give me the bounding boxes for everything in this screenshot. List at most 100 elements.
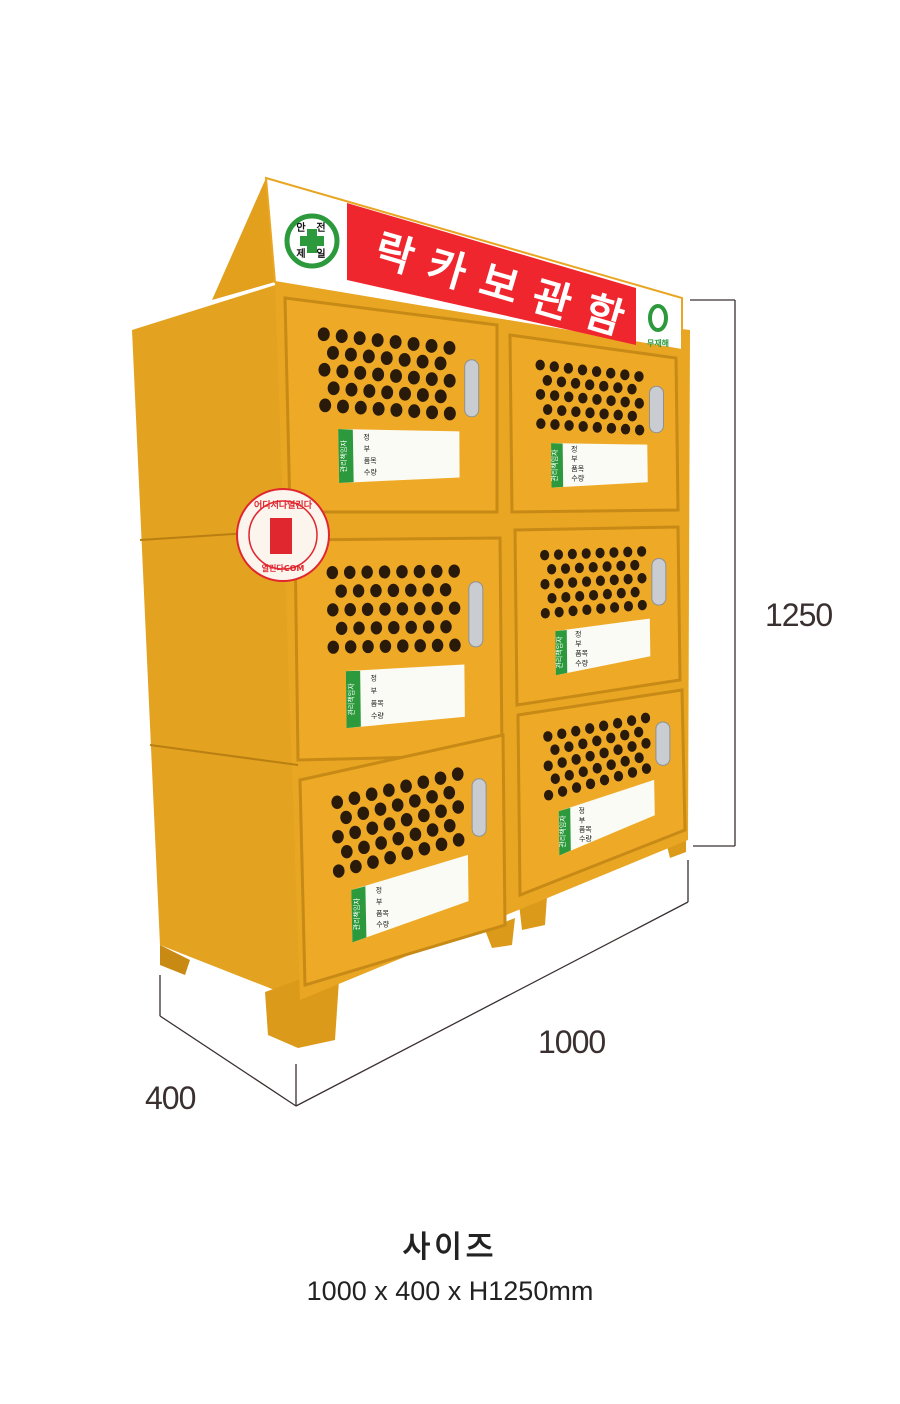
size-title: 사이즈: [402, 1230, 498, 1265]
vent-hole: [606, 759, 616, 771]
door-handle-lock: [648, 385, 664, 434]
vent-hole: [414, 639, 426, 653]
vent-hole: [371, 333, 384, 347]
vent-hole: [543, 789, 554, 801]
vent-hole: [443, 406, 456, 421]
vent-hole: [560, 563, 571, 574]
door-label-row: 부: [364, 445, 371, 453]
vent-hole: [557, 786, 568, 797]
vent-hole: [550, 419, 560, 430]
vent-hole: [407, 337, 420, 351]
vent-hole: [396, 602, 409, 616]
vent-hole: [408, 404, 421, 419]
safety-logo-char: 일: [316, 247, 325, 260]
vent-hole: [388, 620, 400, 635]
vent-hole: [345, 382, 358, 397]
door-label-side-text: 관리책임자: [346, 683, 355, 716]
vent-hole: [634, 371, 644, 382]
door-label-row: 수량: [575, 659, 588, 667]
door-label-row: 부: [579, 816, 586, 824]
vent-hole: [550, 744, 560, 756]
vent-hole: [367, 855, 379, 869]
vent-hole: [577, 364, 588, 376]
vent-hole: [400, 813, 413, 827]
vent-hole: [362, 349, 375, 364]
vent-hole: [349, 825, 361, 840]
vent-hole: [535, 359, 545, 371]
vent-hole: [387, 583, 400, 598]
vent-hole: [396, 565, 408, 579]
door-label-row: 정: [575, 630, 581, 639]
vent-hole: [585, 723, 595, 734]
vent-hole: [627, 767, 638, 778]
depth-dimension-label: 400: [145, 1080, 196, 1116]
vent-hole: [616, 560, 626, 572]
door-label-card: [345, 664, 465, 729]
vent-hole: [431, 638, 444, 653]
vent-hole: [435, 804, 447, 818]
vent-hole: [602, 588, 612, 600]
vent-hole: [568, 577, 578, 588]
vent-hole: [353, 621, 365, 635]
vent-hole: [344, 603, 356, 617]
door-label-row: 부: [575, 640, 582, 648]
vent-hole: [599, 720, 609, 732]
cabinet-foot: [485, 918, 515, 948]
door-label-row: 수량: [571, 474, 584, 482]
door-label-card: [558, 779, 655, 856]
vent-hole: [343, 565, 356, 579]
vent-hole: [626, 715, 637, 726]
vent-hole: [405, 620, 417, 634]
vent-hole: [535, 388, 546, 400]
vent-hole: [627, 383, 637, 395]
vent-hole: [440, 620, 452, 634]
vent-hole: [383, 783, 395, 797]
vent-hole: [592, 421, 602, 433]
door-handle-lock: [655, 721, 671, 766]
sign-side: [212, 178, 275, 300]
vent-hole: [616, 587, 626, 599]
sign-red-band: [347, 203, 636, 345]
vent-hole: [426, 405, 439, 420]
vent-hole: [571, 782, 582, 793]
vent-hole: [571, 754, 581, 765]
vent-hole: [422, 620, 435, 634]
vent-hole: [439, 583, 452, 597]
vent-hole: [350, 859, 362, 874]
cabinet-side-panel: [132, 282, 300, 1000]
dimension-lines: [159, 299, 736, 1107]
vent-hole: [609, 547, 619, 558]
vent-hole: [557, 405, 567, 417]
vent-hole: [596, 603, 606, 614]
vent-hole: [414, 602, 426, 616]
vent-hole: [370, 584, 382, 598]
vent-hole: [452, 833, 465, 847]
vent-hole: [319, 398, 332, 413]
vent-hole: [564, 769, 574, 781]
vent-hole: [391, 798, 404, 812]
vent-hole: [353, 331, 366, 346]
door-label-row: 부: [376, 898, 383, 906]
vent-hole: [584, 379, 595, 391]
vent-hole: [564, 741, 574, 753]
vent-hole: [434, 771, 447, 785]
vent-hole: [582, 604, 592, 616]
door-label-side-text: 관리책임자: [554, 636, 563, 669]
vent-hole: [557, 757, 567, 768]
door-handle-lock: [464, 359, 480, 418]
vent-hole: [443, 373, 456, 388]
vent-hole: [413, 564, 426, 579]
door-label-side-strip: [555, 629, 568, 676]
vent-hole: [365, 787, 378, 801]
vent-hole: [366, 821, 379, 835]
vent-hole: [448, 601, 461, 615]
vent-hole: [571, 406, 581, 418]
vent-hole: [588, 561, 598, 573]
vent-hole: [540, 608, 550, 619]
vent-hole: [354, 366, 367, 380]
vent-hole: [344, 347, 357, 362]
